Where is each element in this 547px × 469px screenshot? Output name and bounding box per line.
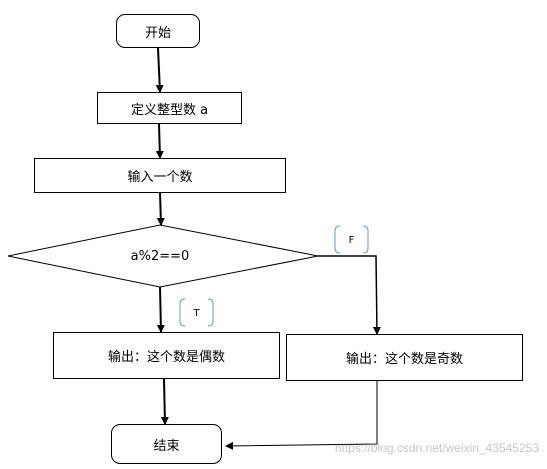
false-tag-text: F [348, 234, 355, 246]
even-output-node: 输出：这个数是偶数 [53, 332, 280, 379]
false-tag-bracket-right [362, 225, 369, 254]
false-tag: F [340, 232, 363, 248]
odd-output-label: 输出：这个数是奇数 [345, 352, 463, 367]
arrow-define-to-input [155, 123, 164, 159]
watermark: https://blog.csdn.net/weixin_43545253 [334, 441, 539, 455]
arrow-start-to-define [155, 47, 164, 93]
define-node: 定义整型数 a [97, 92, 242, 124]
even-output-label: 输出：这个数是偶数 [107, 350, 225, 365]
start-node: 开始 [116, 14, 200, 48]
arrow-odd-to-end [225, 381, 378, 450]
start-label: 开始 [144, 25, 171, 41]
input-label: 输入一个数 [127, 170, 193, 185]
true-tag-text: T [193, 307, 200, 319]
define-label: 定义整型数 a [130, 102, 209, 118]
end-label: 结束 [153, 438, 180, 454]
arrow-decision-to-odd [318, 255, 381, 335]
true-tag-bracket-left [179, 298, 186, 327]
arrow-decision-to-even [156, 286, 165, 333]
arrow-even-to-end [160, 378, 169, 425]
input-node: 输入一个数 [34, 158, 286, 193]
true-tag: T [185, 305, 208, 321]
arrow-input-to-decision [156, 192, 165, 226]
odd-output-node: 输出：这个数是奇数 [286, 334, 523, 381]
end-node: 结束 [111, 424, 222, 464]
decision-text: a%2==0 [130, 248, 190, 264]
decision-label: a%2==0 [110, 246, 210, 266]
false-tag-bracket-left [334, 225, 341, 254]
true-tag-bracket-right [207, 298, 214, 327]
